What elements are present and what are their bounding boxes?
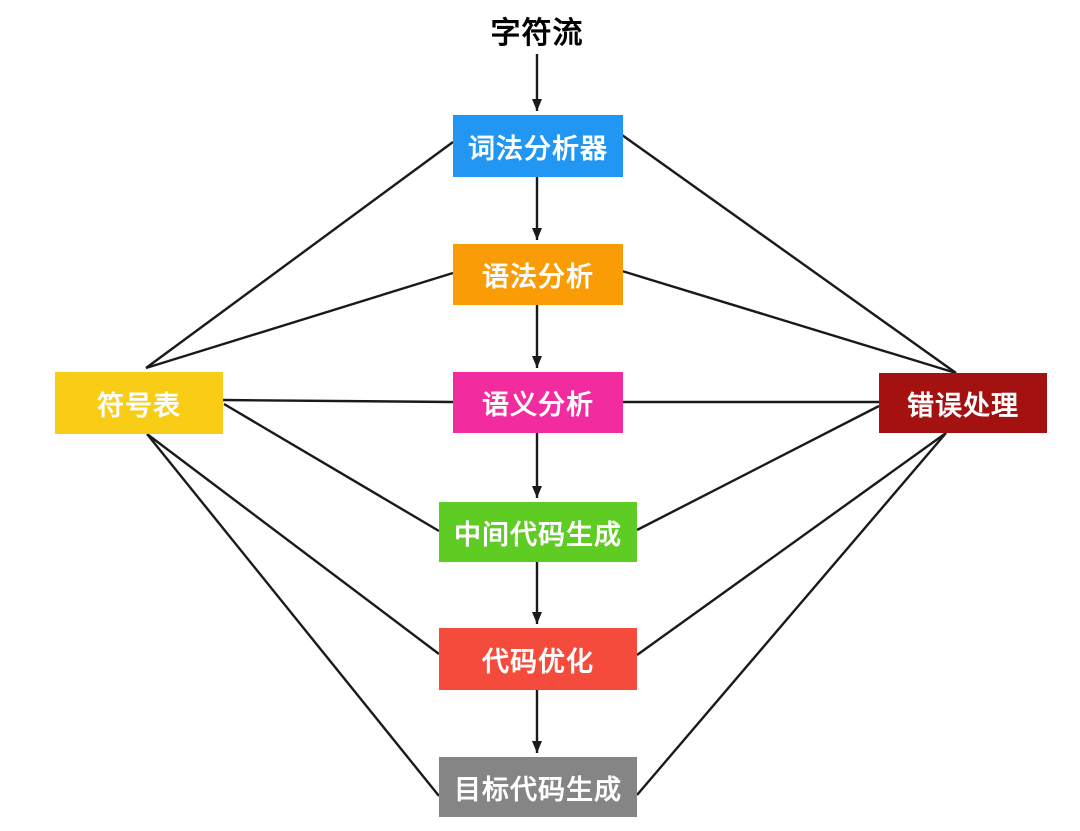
link-lexer-error-handler [621, 134, 957, 374]
link-symbol-table-semantic [222, 398, 454, 404]
node-target-code: 目标代码生成 [439, 757, 637, 817]
link-symbol-table-intermediate-code [223, 402, 440, 533]
node-parser: 语法分析 [453, 244, 623, 305]
node-error-handler: 错误处理 [879, 373, 1047, 433]
node-lexer: 词法分析器 [453, 115, 623, 177]
node-semantic: 语义分析 [453, 372, 623, 433]
link-optimizer-error-handler [636, 432, 947, 656]
node-intermediate-code: 中间代码生成 [439, 502, 637, 562]
link-symbol-table-target-code [146, 433, 440, 797]
link-symbol-table-optimizer [146, 433, 440, 655]
node-optimizer: 代码优化 [439, 628, 637, 690]
node-symbol-table: 符号表 [55, 372, 223, 434]
link-intermediate-code-error-handler [636, 404, 880, 532]
link-parser-symbol-table [145, 271, 454, 370]
link-target-code-error-handler [636, 432, 947, 796]
char-stream-label: 字符流 [490, 17, 584, 50]
link-lexer-symbol-table [145, 141, 454, 369]
link-parser-error-handler [621, 269, 957, 375]
